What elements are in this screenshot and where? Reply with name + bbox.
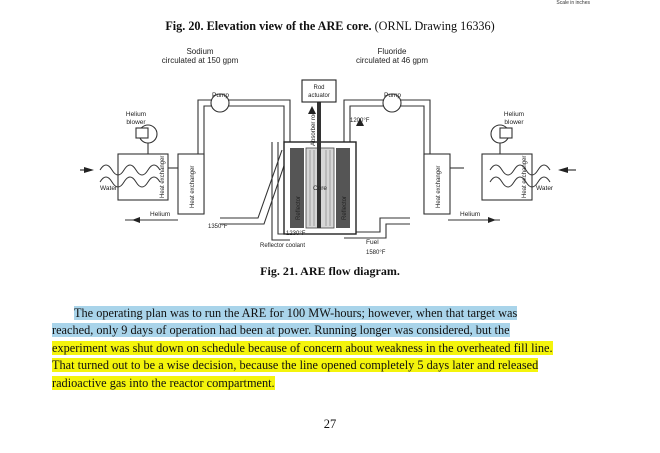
paragraph-line-3: experiment was shut down on schedule bec…: [52, 340, 632, 357]
are-flow-diagram: Sodium circulated at 150 gpm Fluoride ci…: [80, 47, 576, 256]
paragraph-line-4: That turned out to be a wise decision, b…: [52, 357, 632, 374]
fluoride-rate-label: circulated at 46 gpm: [356, 56, 428, 65]
heat-exchanger-label-3: Heat exchanger: [436, 166, 442, 208]
heat-exchanger-right-inner: [423, 153, 451, 215]
sodium-pump: [210, 93, 230, 113]
helium-blower-left-label: Helium: [126, 111, 146, 118]
figure-20-caption-title: Fig. 20. Elevation view of the ARE core.: [165, 19, 372, 33]
helium-blower-left-label-2: blower: [126, 119, 146, 126]
absorber-rod-label: Absorber rod: [311, 111, 317, 146]
reflector-coolant-label: Reflector coolant: [260, 243, 305, 249]
scale-note: Scale in inches: [556, 0, 590, 6]
heat-exchanger-left-inner: [177, 153, 205, 215]
highlighted-text-4: That turned out to be a wise decision, b…: [52, 358, 539, 373]
fluoride-pump: [382, 93, 402, 113]
sodium-rate-label: circulated at 150 gpm: [162, 56, 239, 65]
paragraph-line-5: radioactive gas into the reactor compart…: [52, 375, 632, 392]
fuel-label: Fuel: [366, 239, 379, 246]
heat-exchanger-label-1: Heat exchanger: [160, 156, 166, 198]
water-right-label: Water: [536, 185, 554, 192]
page-number: 27: [323, 417, 337, 431]
highlighted-text-5: radioactive gas into the reactor compart…: [52, 375, 275, 390]
temp-1230-label: 1230°F: [286, 231, 306, 237]
pump-left-label: Pump: [212, 92, 229, 99]
temp-1200-label: 1200°F: [350, 118, 370, 124]
helium-blower-right-label-2: blower: [504, 119, 524, 126]
highlighted-text-2: reached, only 9 days of operation had be…: [52, 323, 510, 338]
figure-20-caption-source: (ORNL Drawing 16336): [371, 19, 495, 33]
fluoride-label: Fluoride: [378, 47, 407, 56]
helium-right-label: Helium: [460, 211, 480, 218]
water-left-label: Water: [100, 185, 118, 192]
figure-21-caption: Fig. 21. ARE flow diagram.: [260, 264, 400, 278]
temp-1580-label: 1580°F: [366, 250, 386, 256]
rod-actuator-label: Rod: [313, 85, 324, 91]
reflector-left-label: Reflector: [296, 196, 302, 220]
temp-1350-label: 1350°F: [208, 224, 228, 230]
reactor-core-assembly: [283, 79, 357, 235]
heat-exchanger-right-outer: [481, 153, 533, 201]
heat-exchanger-left-outer: [117, 153, 169, 201]
highlighted-text-1: The operating plan was to run the ARE fo…: [74, 306, 518, 320]
sodium-label: Sodium: [186, 47, 213, 56]
reflector-right-label: Reflector: [342, 196, 348, 220]
core-label: Core: [313, 185, 327, 192]
pump-right-label: Pump: [384, 92, 401, 99]
highlighted-text-3: experiment was shut down on schedule bec…: [52, 340, 553, 355]
paragraph-line-2: reached, only 9 days of operation had be…: [52, 322, 632, 339]
helium-blower-right-label: Helium: [504, 111, 524, 118]
heat-exchanger-label-4: Heat exchanger: [522, 156, 528, 198]
helium-left-label: Helium: [150, 211, 170, 218]
figure-20-caption: Fig. 20. Elevation view of the ARE core.…: [0, 19, 660, 34]
body-paragraph: The operating plan was to run the ARE fo…: [52, 305, 632, 392]
rod-actuator-label-2: actuator: [308, 93, 330, 99]
paragraph-line-1: The operating plan was to run the ARE fo…: [52, 305, 632, 322]
heat-exchanger-label-2: Heat exchanger: [190, 166, 196, 208]
